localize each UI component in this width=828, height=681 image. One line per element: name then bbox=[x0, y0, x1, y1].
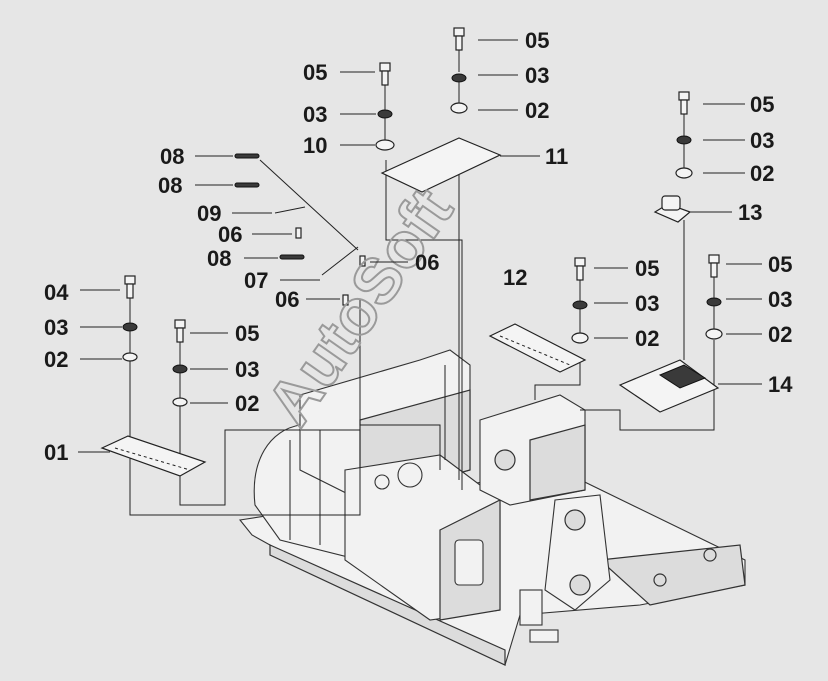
callout-08: 08 bbox=[158, 173, 182, 198]
callout-labels: 05 03 02 05 03 10 11 08 08 09 06 06 08 0… bbox=[44, 28, 793, 465]
callout-12: 12 bbox=[503, 265, 527, 290]
callout-10: 10 bbox=[303, 133, 327, 158]
cap-13 bbox=[653, 195, 692, 223]
callout-03: 03 bbox=[303, 102, 327, 127]
callout-02: 02 bbox=[44, 347, 68, 372]
bolt-stack-12 bbox=[571, 257, 589, 344]
callout-02: 02 bbox=[768, 322, 792, 347]
callout-03: 03 bbox=[235, 357, 259, 382]
callout-05: 05 bbox=[235, 321, 259, 346]
upper-frame-assembly bbox=[238, 349, 746, 666]
bolt-stack-14 bbox=[705, 254, 723, 340]
callout-08: 08 bbox=[160, 144, 184, 169]
callout-06: 06 bbox=[415, 250, 439, 275]
bolt-stack-center bbox=[450, 27, 468, 114]
bolt-stack-left-11 bbox=[375, 62, 395, 151]
callout-04: 04 bbox=[44, 280, 69, 305]
callout-01: 01 bbox=[44, 440, 68, 465]
callout-02: 02 bbox=[750, 161, 774, 186]
bolt-stack-13 bbox=[675, 91, 693, 179]
callout-02: 02 bbox=[635, 326, 659, 351]
bolt-stack-left bbox=[122, 275, 138, 362]
step-plate-12 bbox=[488, 323, 587, 373]
callout-03: 03 bbox=[635, 291, 659, 316]
callout-03: 03 bbox=[525, 63, 549, 88]
callout-05: 05 bbox=[525, 28, 549, 53]
callout-05: 05 bbox=[750, 92, 774, 117]
cable-set bbox=[234, 153, 366, 306]
step-plate-01 bbox=[100, 435, 207, 477]
callout-06: 06 bbox=[218, 222, 242, 247]
bolt-stack-left-2 bbox=[172, 319, 188, 407]
callout-11: 11 bbox=[545, 144, 568, 169]
cover-plate-11 bbox=[380, 137, 502, 193]
callout-08: 08 bbox=[207, 246, 231, 271]
callout-07: 07 bbox=[244, 268, 268, 293]
callout-06: 06 bbox=[275, 287, 299, 312]
callout-02: 02 bbox=[235, 391, 259, 416]
callout-03: 03 bbox=[750, 128, 774, 153]
callout-09: 09 bbox=[197, 201, 221, 226]
callout-05: 05 bbox=[303, 60, 327, 85]
callout-02: 02 bbox=[525, 98, 549, 123]
callout-03: 03 bbox=[44, 315, 68, 340]
leader-lines bbox=[129, 140, 715, 516]
callout-13: 13 bbox=[738, 200, 762, 225]
callout-03: 03 bbox=[768, 287, 792, 312]
cover-plate-14 bbox=[618, 359, 720, 413]
callout-05: 05 bbox=[635, 256, 659, 281]
callout-14: 14 bbox=[768, 372, 793, 397]
callout-05: 05 bbox=[768, 252, 792, 277]
